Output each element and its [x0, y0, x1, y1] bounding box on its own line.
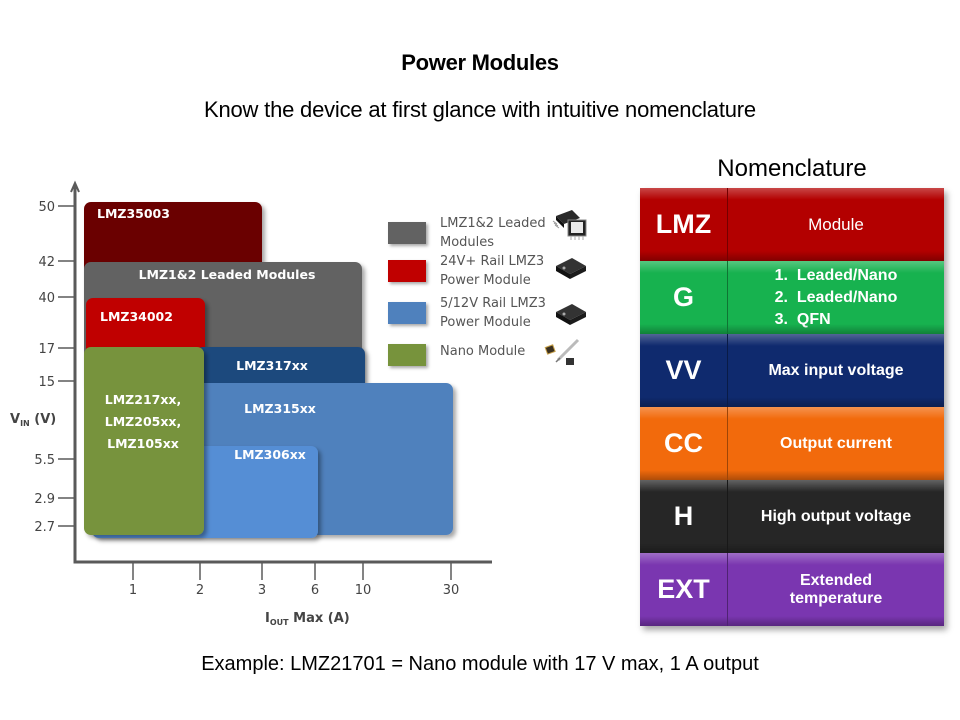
nano-module-chip-icon [544, 338, 580, 365]
module-block-label: LMZ1&2 Leaded Modules [139, 267, 316, 282]
nomenclature-desc: Module [728, 188, 944, 261]
x-tick-label: 3 [258, 583, 266, 598]
legend-label: Nano Module [440, 344, 526, 359]
x-tick-label: 10 [355, 583, 372, 598]
list-item: 2. Leaded/Nano [774, 288, 898, 306]
leaded-module-chip-icon [552, 210, 587, 240]
module-block-label: LMZ105xx [107, 436, 179, 451]
x-axis-title: IOUT Max (A) [265, 611, 350, 627]
y-tick-label: 50 [38, 200, 55, 215]
legend-swatch [388, 344, 426, 366]
axes [73, 185, 492, 564]
y-axis-title: VIN (V) [10, 412, 56, 428]
module-block: LMZ34002 [86, 298, 205, 360]
nomenclature-desc: Max input voltage [728, 334, 944, 407]
nomenclature-desc: Output current [728, 407, 944, 480]
nomenclature-code: LMZ [640, 188, 728, 261]
y-tick-label: 40 [38, 291, 55, 306]
module-block: LMZ317xx [196, 347, 365, 392]
x-tick-label: 1 [129, 583, 137, 598]
module-block-rect [86, 298, 205, 360]
x-tick-label: 2 [196, 583, 204, 598]
module-block-label: LMZ217xx, [105, 392, 181, 407]
legend-label: Power Module [440, 315, 531, 330]
y-tick-label: 2.7 [34, 520, 55, 535]
nomenclature-code: VV [640, 334, 728, 407]
module-block-label: LMZ317xx [236, 358, 308, 373]
example-footnote: Example: LMZ21701 = Nano module with 17 … [201, 653, 759, 675]
nomenclature-table: LMZ Module G 1. Leaded/Nano 2. Leaded/Na… [640, 188, 944, 626]
y-axis-arrow-icon [70, 180, 80, 193]
module-block: LMZ217xx, LMZ205xx, LMZ105xx [84, 347, 204, 535]
legend-label: Modules [440, 235, 495, 250]
module-block-rect [84, 347, 204, 535]
x-tick-label: 30 [443, 583, 460, 598]
desc-line: Extended [799, 571, 872, 589]
module-block-label: LMZ315xx [244, 401, 316, 416]
module-block-rect [196, 347, 365, 392]
nomenclature-row-g: G 1. Leaded/Nano 2. Leaded/Nano 3. QFN [640, 261, 944, 334]
y-tick-label: 15 [38, 375, 55, 390]
slide-title: Power Modules [401, 50, 559, 75]
nomenclature-code: H [640, 480, 728, 553]
list-item: 3. QFN [774, 310, 831, 328]
legend-label: 24V+ Rail LMZ3 [440, 254, 545, 269]
y-tick-label: 42 [38, 255, 55, 270]
nomenclature-code: EXT [640, 553, 728, 626]
y-tick-label: 2.9 [34, 492, 55, 507]
legend-swatch [388, 222, 426, 244]
qfn-module-chip-icon [556, 258, 586, 279]
legend-swatch [388, 302, 426, 324]
nomenclature-row-cc: CC Output current [640, 407, 944, 480]
module-block-label: LMZ205xx, [105, 414, 181, 429]
nomenclature-row-vv: VV Max input voltage [640, 334, 944, 407]
legend-label: LMZ1&2 Leaded [440, 216, 546, 231]
module-block-label: LMZ34002 [100, 309, 173, 324]
package-type-list: 1. Leaded/Nano 2. Leaded/Nano 3. QFN [775, 265, 898, 331]
nomenclature-code: G [640, 261, 728, 334]
nomenclature-row-h: H High output voltage [640, 480, 944, 553]
legend-label: Power Module [440, 273, 531, 288]
nomenclature-desc: 1. Leaded/Nano 2. Leaded/Nano 3. QFN [728, 261, 944, 334]
nomenclature-desc: High output voltage [728, 480, 944, 553]
nomenclature-title: Nomenclature [717, 155, 867, 182]
y-tick-label: 5.5 [34, 453, 55, 468]
list-item: 1. Leaded/Nano [774, 266, 898, 284]
module-block-label: LMZ306xx [234, 447, 306, 462]
slide-subtitle: Know the device at first glance with int… [204, 97, 756, 122]
legend-swatch [388, 260, 426, 282]
nomenclature-row-lmz: LMZ Module [640, 188, 944, 261]
legend-item-nano: Nano Module [388, 336, 525, 366]
y-tick-label: 17 [38, 342, 55, 357]
module-block-label: LMZ35003 [97, 206, 170, 221]
desc-line: temperature [789, 589, 883, 607]
nomenclature-code: CC [640, 407, 728, 480]
qfn-module-chip-icon [556, 304, 586, 325]
legend-label: 5/12V Rail LMZ3 [440, 296, 546, 311]
x-tick-label: 6 [311, 583, 319, 598]
